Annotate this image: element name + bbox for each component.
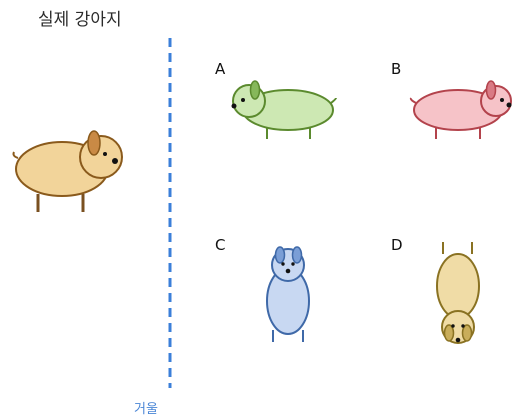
real-dog-head <box>79 135 123 179</box>
option-c-eye <box>281 262 285 266</box>
real-dog <box>12 130 123 212</box>
real-dog-tail <box>12 151 19 159</box>
option-d-ear <box>443 324 455 342</box>
option-b-tail <box>409 97 417 104</box>
option-label-c: C <box>215 236 226 254</box>
option-b-ear <box>485 80 497 100</box>
option-c-ear <box>274 246 286 264</box>
diagram-title: 실제 강아지 <box>38 10 122 30</box>
option-b-dog <box>409 80 512 139</box>
option-label-a: A <box>215 60 226 78</box>
option-b-nose <box>506 102 512 108</box>
option-d-dog <box>436 242 480 344</box>
option-d-eye <box>451 324 455 328</box>
option-c-dog <box>266 246 310 342</box>
option-d-body <box>436 253 480 319</box>
option-a-ear <box>249 80 261 100</box>
option-label-d: D <box>391 236 403 254</box>
option-c-ear <box>291 246 303 264</box>
option-b-eye <box>500 98 504 102</box>
real-dog-ear <box>87 130 101 156</box>
option-a-tail <box>330 97 337 104</box>
option-c-eye <box>291 262 295 266</box>
option-d-nose <box>455 337 461 343</box>
option-d-eye <box>461 324 465 328</box>
option-d-ear <box>461 324 473 342</box>
option-c-nose <box>285 268 291 274</box>
option-label-b: B <box>391 60 402 78</box>
option-a-nose <box>231 103 237 109</box>
option-a-eye <box>241 98 245 102</box>
mirror-label: 거울 <box>134 402 158 416</box>
real-dog-nose <box>112 158 118 164</box>
option-a-dog <box>231 80 337 139</box>
real-dog-eye <box>103 152 107 156</box>
